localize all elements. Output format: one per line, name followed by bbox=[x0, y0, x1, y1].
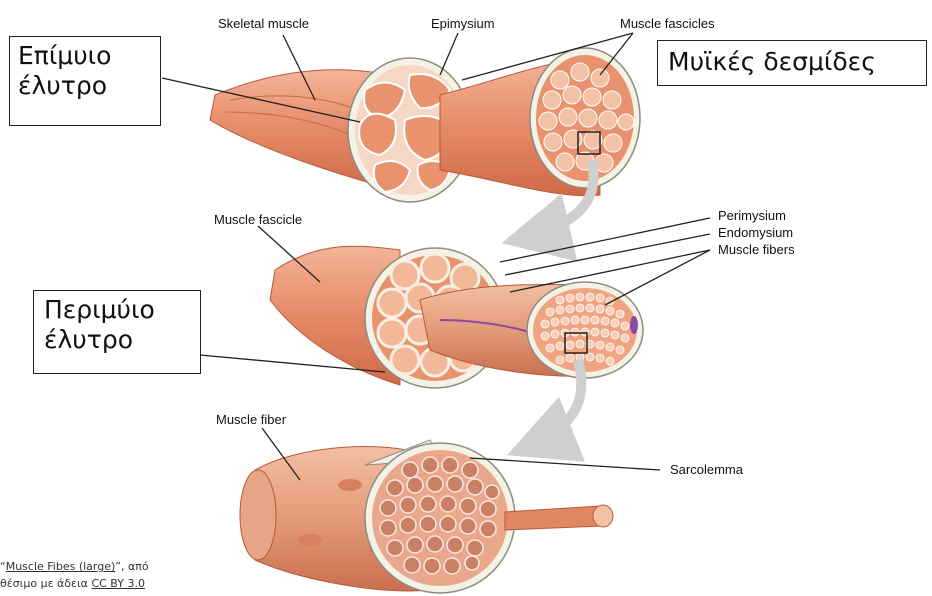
label-skeletal-muscle: Skeletal muscle bbox=[218, 16, 309, 31]
label-muscle-fiber: Muscle fiber bbox=[216, 412, 287, 427]
greek-fascicles-text: Μυϊκές δεσμίδες bbox=[668, 47, 876, 76]
skeletal-muscle-illustration bbox=[210, 48, 640, 202]
label-sarcolemma: Sarcolemma bbox=[670, 462, 744, 477]
label-perimysium: Perimysium bbox=[718, 208, 786, 223]
greek-epimysium-line1: Επίμυιο bbox=[18, 41, 152, 71]
label-muscle-fibers: Muscle fibers bbox=[718, 242, 795, 257]
label-epimysium: Epimysium bbox=[431, 16, 495, 31]
label-muscle-fascicle: Muscle fascicle bbox=[214, 212, 302, 227]
label-muscle-fascicles: Muscle fascicles bbox=[620, 16, 715, 31]
greek-label-epimysium: Επίμυιο έλυτρο bbox=[9, 36, 161, 126]
label-endomysium: Endomysium bbox=[718, 225, 793, 240]
greek-perimysium-line2: έλυτρο bbox=[44, 325, 190, 355]
image-credit: “Muscle Fibes (large)”, από θέσιμο με άδ… bbox=[0, 558, 149, 592]
myofibril-rod bbox=[505, 506, 602, 530]
greek-epimysium-line2: έλυτρο bbox=[18, 71, 152, 101]
credit-line-1: “Muscle Fibes (large)”, από bbox=[0, 558, 149, 575]
credit-line-2: θέσιμο με άδεια CC BY 3.0 bbox=[0, 575, 149, 592]
license-link[interactable]: CC BY 3.0 bbox=[91, 577, 145, 590]
credit-source-link[interactable]: Muscle Fibes (large) bbox=[6, 560, 116, 573]
greek-perimysium-line1: Περιμύιο bbox=[44, 295, 190, 325]
greek-label-perimysium: Περιμύιο έλυτρο bbox=[33, 290, 201, 374]
credit-line2-text: θέσιμο με άδεια bbox=[0, 577, 91, 590]
greek-label-fascicles: Μυϊκές δεσμίδες bbox=[657, 40, 927, 86]
credit-line1-rest: ”, από bbox=[115, 560, 148, 573]
